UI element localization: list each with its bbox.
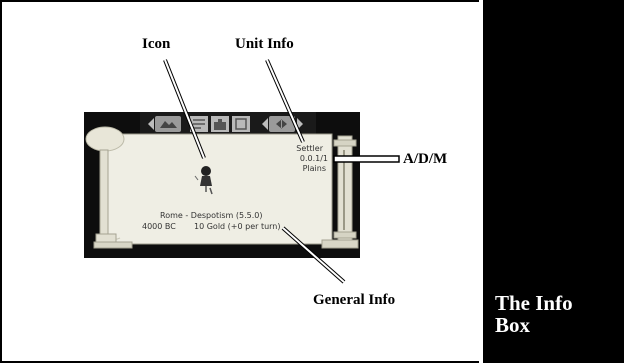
unit-info-leader-line <box>265 59 305 143</box>
year-text: 4000 BC <box>142 222 176 231</box>
gold-text: 10 Gold (+0 per turn) <box>194 222 281 231</box>
info-box-toolbar <box>140 112 316 134</box>
terrain-text: Plains <box>303 164 326 173</box>
unit-info-callout-label: Unit Info <box>235 36 294 52</box>
settler-unit-icon[interactable] <box>194 166 213 195</box>
panel-divider <box>479 0 483 363</box>
civ-status-text: Rome - Despotism (5.5.0) <box>160 211 262 220</box>
right-scroll-rod <box>321 135 359 249</box>
unit-name-text: Settler <box>296 144 323 153</box>
icon-callout-label: Icon <box>142 36 171 52</box>
sidebar-panel: The Info Box <box>483 0 624 363</box>
sidebar-title: The Info Box <box>495 291 573 337</box>
city-icon[interactable] <box>211 116 229 132</box>
adm-leader-line <box>333 155 400 163</box>
zoom-arrows-icon[interactable] <box>148 116 181 132</box>
advisor-icon[interactable] <box>232 116 250 132</box>
icon-leader-line <box>163 59 206 159</box>
adm-callout-label: A/D/M <box>403 151 448 167</box>
general-info-leader-line <box>281 226 346 284</box>
general-info-callout-label: General Info <box>313 292 396 308</box>
left-scroll-rod <box>85 126 133 249</box>
turn-arrows-icon[interactable] <box>262 116 303 132</box>
adm-values-text: 0.0.1/1 <box>300 154 328 163</box>
map-icon[interactable] <box>190 116 208 132</box>
